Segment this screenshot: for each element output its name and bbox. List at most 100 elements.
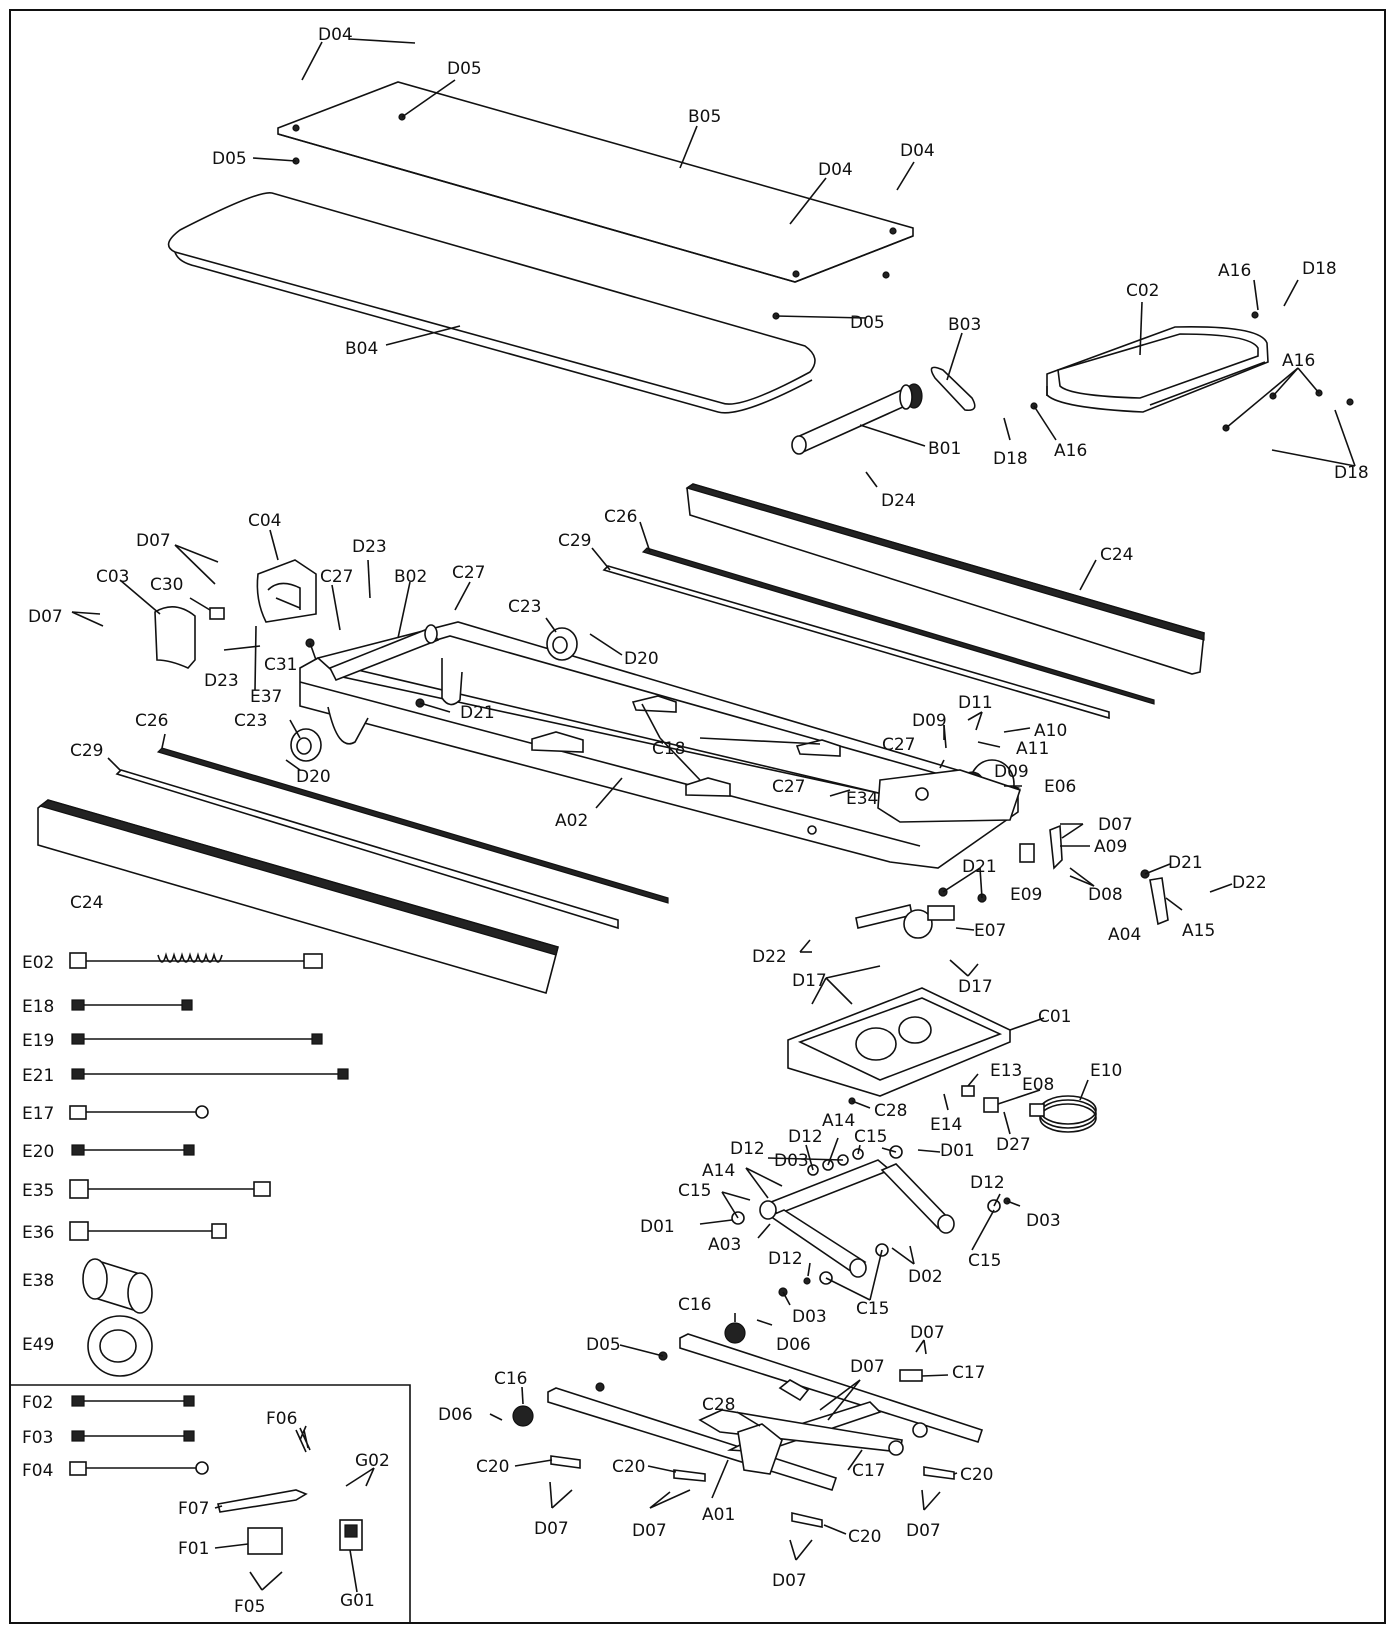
spare-parts-box [10,1384,411,1623]
label-a03: A03 [708,1235,741,1255]
cable-f03 [71,1430,195,1442]
label-d21: D21 [1168,853,1203,873]
trim-strip-c26-left [156,747,669,904]
label-c20: C20 [848,1527,882,1547]
label-e35: E35 [22,1181,54,1201]
running-belt-b04 [167,192,816,405]
label-d07: D07 [850,1357,885,1377]
label-d07: D07 [632,1521,667,1541]
label-d11: D11 [958,693,993,713]
label-a02: A02 [555,811,588,831]
label-e02: E02 [22,953,54,973]
label-c26: C26 [135,711,169,731]
part-labels: D04 D05 B05 D05 D04 D04 B04 D05 B03 C02 … [22,25,1369,1617]
label-d22: D22 [1232,873,1267,893]
motor-cover-c02 [1046,326,1269,413]
label-d03: D03 [1026,1211,1061,1231]
label-d21: D21 [460,703,495,723]
label-e13: E13 [990,1061,1022,1081]
part-e13 [961,1085,975,1097]
label-d05: D05 [447,59,482,79]
label-c16: C16 [678,1295,712,1315]
label-e37: E37 [250,687,282,707]
label-a09: A09 [1094,837,1127,857]
label-d08: D08 [1088,885,1123,905]
label-c30: C30 [150,575,184,595]
label-f07: F07 [178,1499,209,1519]
label-e14: E14 [930,1115,962,1135]
label-d12: D12 [730,1139,765,1159]
label-c15: C15 [968,1251,1002,1271]
diagram-frame [9,9,1386,1624]
leader-lines [71,38,1356,1593]
label-b02: B02 [394,567,427,587]
label-c04: C04 [248,511,282,531]
label-d04: D04 [900,141,935,161]
label-b01: B01 [928,439,961,459]
part-a04 [1149,877,1169,926]
wheel-c23-right [546,627,578,661]
label-a10: A10 [1034,721,1067,741]
label-d04: D04 [818,160,853,180]
label-c27: C27 [452,563,486,583]
power-cord-e10 [1029,1095,1097,1133]
label-d12: D12 [970,1173,1005,1193]
foot-c20-a [550,1455,581,1469]
label-e49: E49 [22,1335,54,1355]
label-d05: D05 [850,313,885,333]
label-d20: D20 [624,649,659,669]
cap-c16-upper [724,1322,746,1344]
label-c29: C29 [70,741,104,761]
label-a16: A16 [1054,441,1087,461]
rear-cap-c04 [256,559,317,623]
label-c15: C15 [854,1127,888,1147]
cable-f02 [71,1395,195,1407]
label-e19: E19 [22,1031,54,1051]
label-a16: A16 [1218,261,1251,281]
label-a14: A14 [702,1161,735,1181]
label-e36: E36 [22,1223,54,1243]
label-e10: E10 [1090,1061,1122,1081]
label-d07: D07 [772,1571,807,1591]
side-rail-c24-right [686,483,1205,675]
label-d05: D05 [586,1335,621,1355]
label-e38: E38 [22,1271,54,1291]
label-d09: D09 [912,711,947,731]
label-c03: C03 [96,567,130,587]
label-f04: F04 [22,1461,53,1481]
label-d23: D23 [204,671,239,691]
switch-f01 [247,1527,283,1555]
label-c28: C28 [702,1395,736,1415]
label-e07: E07 [974,921,1006,941]
label-d18: D18 [1334,463,1369,483]
rear-roller-b02 [328,627,440,682]
label-d01: D01 [940,1141,975,1161]
cap-c16-lower [512,1405,534,1427]
cable-e36 [69,1221,227,1241]
label-c20: C20 [612,1457,646,1477]
foot-c20-c [923,1466,955,1480]
label-e18: E18 [22,997,54,1017]
front-roller-b01 [791,383,923,455]
part-e08 [983,1097,999,1113]
label-d22: D22 [752,947,787,967]
label-c24: C24 [1100,545,1134,565]
cable-e17 [69,1105,209,1120]
label-e09: E09 [1010,885,1042,905]
label-d17: D17 [958,977,993,997]
label-c28: C28 [874,1101,908,1121]
label-e08: E08 [1022,1075,1054,1095]
label-c02: C02 [1126,281,1160,301]
label-c15: C15 [856,1299,890,1319]
label-c24: C24 [70,893,104,913]
label-d12: D12 [768,1249,803,1269]
label-c17: C17 [852,1461,886,1481]
label-a15: A15 [1182,921,1215,941]
label-c18: C18 [652,739,686,759]
label-c15: C15 [678,1181,712,1201]
label-c31: C31 [264,655,298,675]
label-c23: C23 [234,711,268,731]
foot-c20-b [673,1469,706,1482]
label-d23: D23 [352,537,387,557]
